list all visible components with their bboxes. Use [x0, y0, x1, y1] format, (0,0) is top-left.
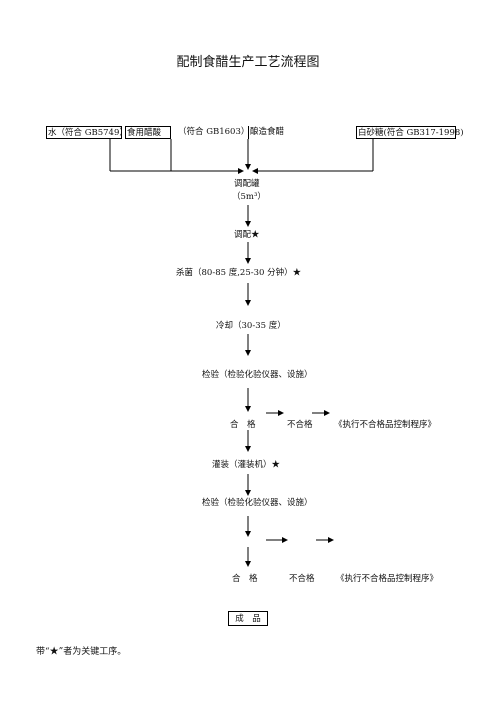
result1-fail: 不合格: [287, 420, 313, 430]
input-acetic-acid-box: 食用醋酸: [125, 126, 171, 139]
step-tank-volume: （5m³）: [232, 192, 266, 202]
step-fill: 灌装（灌装机）★: [212, 460, 281, 470]
step-cool: 冷却（30-35 度）: [216, 321, 286, 331]
result2-fail: 不合格: [289, 574, 315, 584]
input-water-box: 水（符合 GB5749）: [46, 126, 128, 139]
step-tank-name: 调配罐: [234, 179, 260, 189]
result2-procedure: 《执行不合格品控制程序》: [336, 574, 439, 584]
page-title: 配制食醋生产工艺流程图: [176, 55, 320, 70]
key-process-note: 带“★”者为关键工序。: [36, 647, 127, 657]
input-gb1603-label: （符合 GB1603）: [178, 127, 250, 137]
step-inspect-2: 检验（检验化验仪器、设施）: [202, 498, 313, 508]
result1-procedure: 《执行不合格品控制程序》: [334, 420, 437, 430]
step-mix: 调配★: [234, 230, 260, 240]
result1-pass: 合 格: [230, 420, 256, 430]
final-product-box: 成 品: [228, 611, 268, 626]
step-inspect-1: 检验（检验化验仪器、设施）: [202, 370, 313, 380]
step-sterilize: 杀菌（80-85 度,25-30 分钟）★: [176, 268, 302, 278]
result2-pass: 合 格: [232, 574, 258, 584]
input-sugar-box: 白砂糖(符合 GB317-1998): [356, 126, 464, 139]
input-brewed-vinegar-box: 酿造食醋: [248, 126, 285, 139]
